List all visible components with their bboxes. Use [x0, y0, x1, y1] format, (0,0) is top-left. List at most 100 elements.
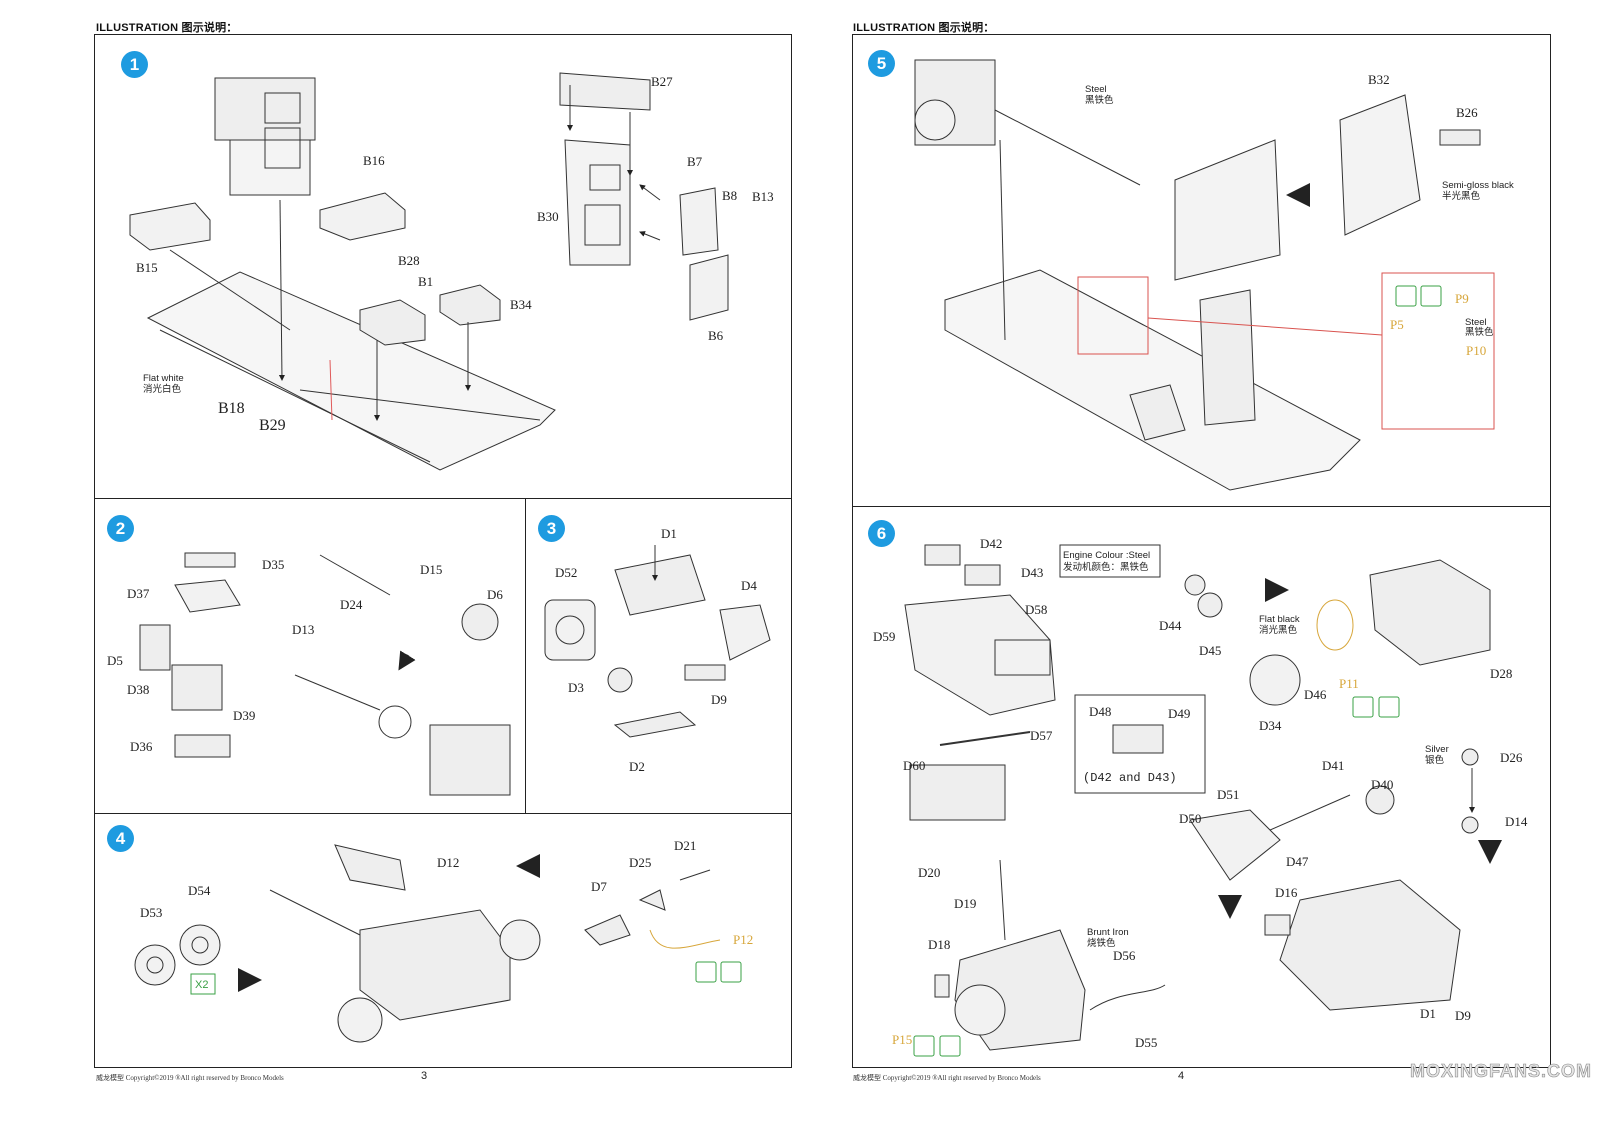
- note-flat-black: Flat black: [1259, 614, 1300, 625]
- step-6-panel: [852, 506, 1551, 1068]
- label-P12: P12: [733, 932, 753, 947]
- tool-icons: [695, 285, 1442, 1057]
- label-D9: D9: [711, 692, 727, 707]
- label-B28: B28: [398, 253, 420, 268]
- page-3-title: ILLUSTRATION 图示说明：: [96, 22, 238, 34]
- page-4-copyright: 威龙模型 Copyright©2019 ®All right reserved …: [853, 1074, 1041, 1082]
- step-4-badge: 4: [107, 825, 134, 852]
- label-B26: B26: [1456, 105, 1478, 120]
- label-B8: B8: [722, 188, 737, 203]
- step-2-badge: 2: [107, 515, 134, 542]
- label-D55: D55: [1135, 1035, 1157, 1050]
- label-D16: D16: [1275, 885, 1298, 900]
- paint-icon: [720, 961, 742, 983]
- label-D37: D37: [127, 586, 150, 601]
- note-d42-d43: (D42 and D43): [1083, 771, 1177, 785]
- label-B13: B13: [752, 189, 774, 204]
- note-flat-black-cn: 消光黑色: [1259, 624, 1298, 636]
- watermark: MOXINGFANS.COM: [1410, 1061, 1593, 1082]
- label-D45: D45: [1199, 643, 1221, 658]
- page-4-title: ILLUSTRATION 图示说明：: [853, 22, 995, 34]
- step-1-labels: B27 B16 B7 B8 B13 B30 B15 B28 B1 B34 B6 …: [136, 74, 774, 434]
- label-D57: D57: [1030, 728, 1053, 743]
- label-D36: D36: [130, 739, 153, 754]
- label-D47: D47: [1286, 854, 1309, 869]
- note-brunt-iron-cn: 烧铁色: [1087, 937, 1116, 949]
- label-B6: B6: [708, 328, 724, 343]
- step-3-badge: 3: [538, 515, 565, 542]
- glue-icon: [695, 961, 717, 983]
- label-P9: P9: [1455, 291, 1469, 306]
- step-6-labels: D42 D43 D58 D59 D44 D45 D28 D46 P11 D34 …: [873, 536, 1528, 1050]
- note-brunt-iron: Brunt Iron: [1087, 927, 1129, 938]
- label-D51: D51: [1217, 787, 1239, 802]
- step-1-drawing: [129, 72, 729, 471]
- label-B1: B1: [418, 274, 433, 289]
- label-P15: P15: [892, 1032, 912, 1047]
- quantity-x2: X2: [195, 979, 208, 991]
- page-4-number: 4: [1178, 1070, 1185, 1082]
- step-6-badge: 6: [868, 520, 895, 547]
- label-D3: D3: [568, 680, 584, 695]
- note-steel-2-cn: 黑铁色: [1465, 326, 1494, 338]
- label-B30: B30: [537, 209, 559, 224]
- label-D52: D52: [555, 565, 577, 580]
- step-4-drawing: [134, 844, 721, 1043]
- note-steel-2: Steel: [1465, 317, 1487, 328]
- label-D58: D58: [1025, 602, 1047, 617]
- paint-icon: [1420, 285, 1442, 307]
- label-B18: B18: [218, 400, 245, 417]
- label-D14: D14: [1505, 814, 1528, 829]
- label-B29: B29: [259, 417, 286, 434]
- label-D53: D53: [140, 905, 162, 920]
- quantity-box: [190, 973, 216, 995]
- label-P11: P11: [1339, 676, 1359, 691]
- label-D38: D38: [127, 682, 149, 697]
- label-D56: D56: [1113, 948, 1136, 963]
- label-B15: B15: [136, 260, 158, 275]
- label-P10: P10: [1466, 343, 1486, 358]
- paint-icon: [939, 1035, 961, 1057]
- label-D1: D1: [661, 526, 677, 541]
- glue-icon: [1352, 696, 1374, 718]
- label-D25: D25: [629, 855, 651, 870]
- label-D12: D12: [437, 855, 459, 870]
- label-D20: D20: [918, 865, 940, 880]
- label-D7: D7: [591, 879, 607, 894]
- note-steel-1-cn: 黑铁色: [1085, 94, 1114, 106]
- label-D24: D24: [340, 597, 363, 612]
- step-5-drawing: [914, 59, 1495, 491]
- label-B27: B27: [651, 74, 673, 89]
- label-D1-step6: D1: [1420, 1006, 1436, 1021]
- label-D2: D2: [629, 759, 645, 774]
- note-flat-white: Flat white: [143, 373, 184, 384]
- label-D5: D5: [107, 653, 123, 668]
- label-D42: D42: [980, 536, 1002, 551]
- label-D39: D39: [233, 708, 255, 723]
- label-D43: D43: [1021, 565, 1043, 580]
- label-D19: D19: [954, 896, 976, 911]
- label-D28: D28: [1490, 666, 1512, 681]
- label-D48: D48: [1089, 704, 1111, 719]
- step-3-drawing: [544, 545, 771, 738]
- step-2-drawing: [139, 552, 511, 796]
- label-B32: B32: [1368, 72, 1390, 87]
- label-D41: D41: [1322, 758, 1344, 773]
- label-D50: D50: [1179, 811, 1201, 826]
- note-semi-gloss-cn: 半光黑色: [1442, 190, 1481, 202]
- page-3-copyright: 威龙模型 Copyright©2019 ®All right reserved …: [96, 1074, 284, 1082]
- step-5-badge: 5: [868, 50, 895, 77]
- page-3-number: 3: [421, 1070, 428, 1082]
- label-D21: D21: [674, 838, 696, 853]
- label-D4: D4: [741, 578, 757, 593]
- note-silver: Silver: [1425, 744, 1449, 755]
- step-6-drawing: [904, 544, 1502, 1051]
- note-engine-colour: Engine Colour :Steel: [1063, 550, 1150, 561]
- note-flat-white-cn: 消光白色: [143, 383, 182, 395]
- note-semi-gloss: Semi-gloss black: [1442, 180, 1514, 191]
- label-D26: D26: [1500, 750, 1523, 765]
- glue-icon: [1395, 285, 1417, 307]
- step-5-labels: B32 B26 P9 P5 P10 Steel 黑铁色 Semi-gloss b…: [1085, 72, 1514, 358]
- label-D44: D44: [1159, 618, 1182, 633]
